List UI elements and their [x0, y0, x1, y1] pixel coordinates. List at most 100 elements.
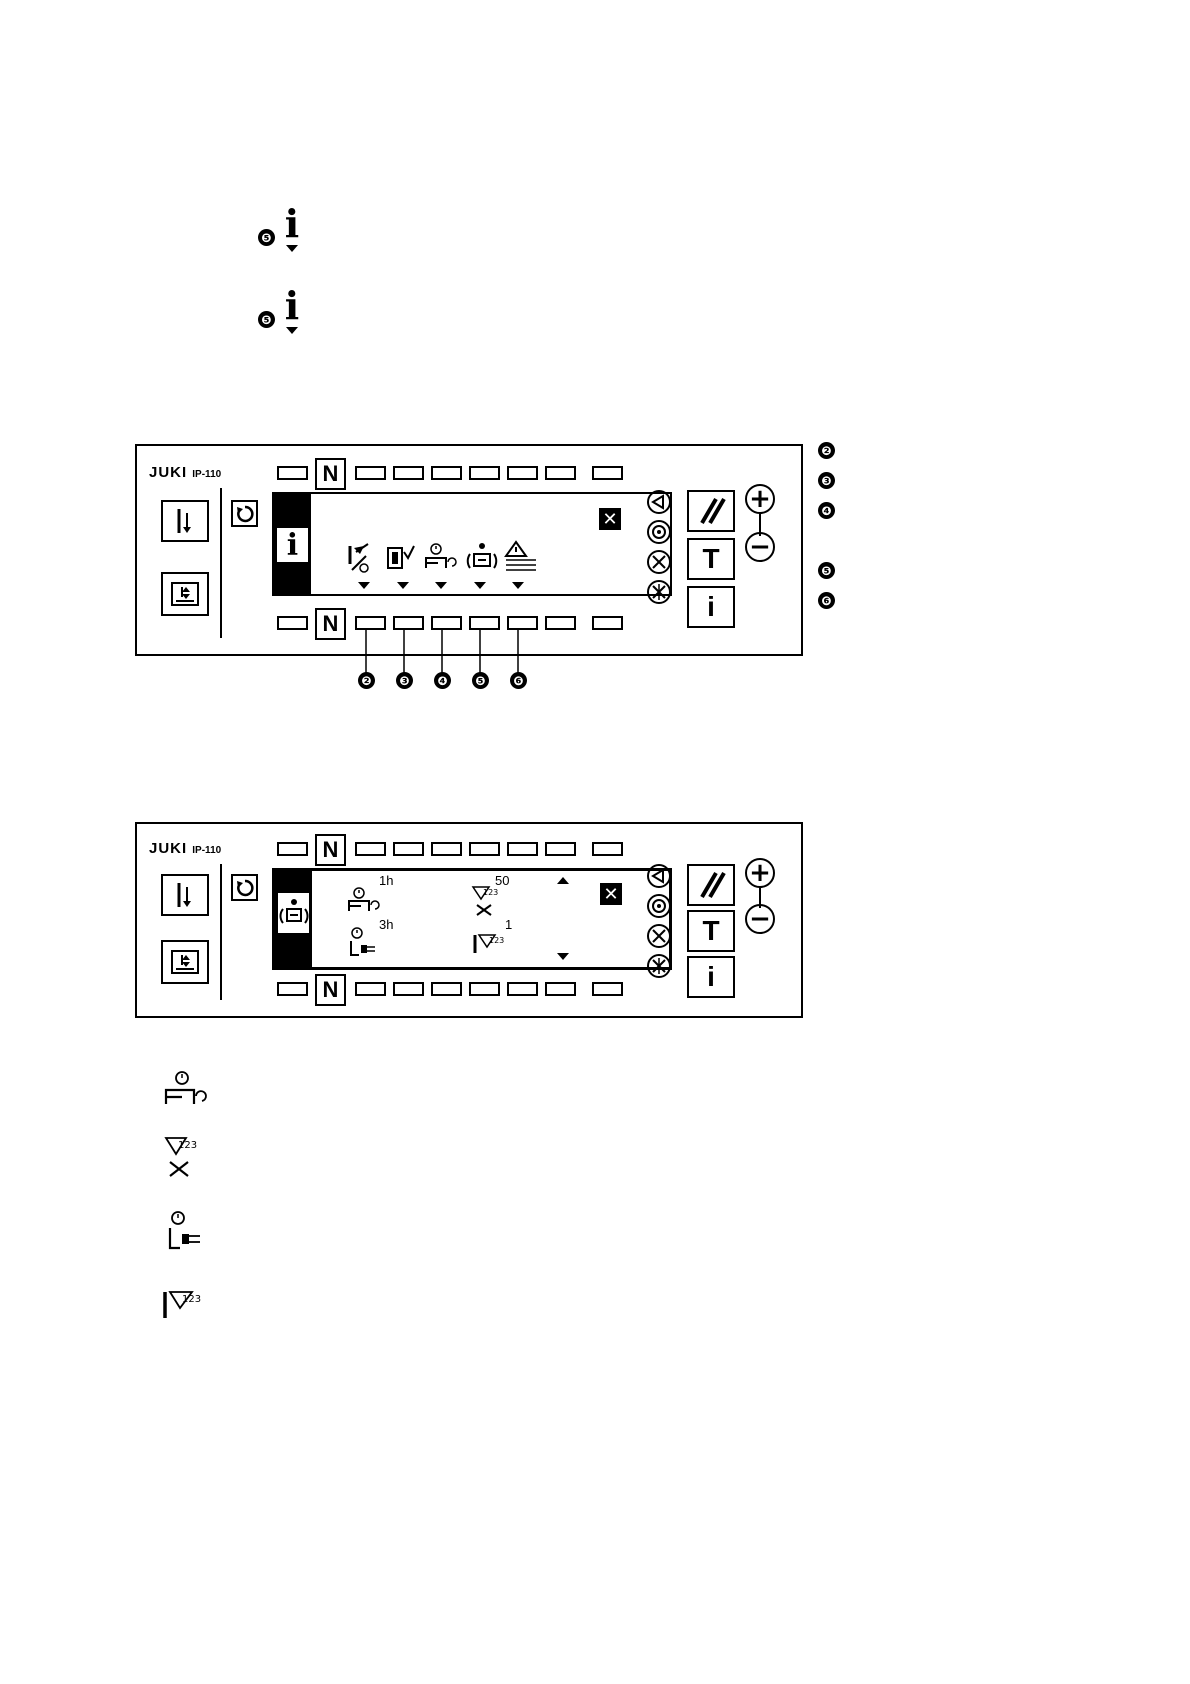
screen-key-4[interactable]: [647, 580, 671, 604]
scroll-up-icon[interactable]: [557, 877, 569, 884]
callout-5: ❺: [472, 672, 489, 689]
step-marker-5-b: ❺: [258, 311, 275, 328]
soft-key-top-3[interactable]: [393, 842, 424, 856]
needle-count-icon[interactable]: 123: [471, 933, 511, 955]
soft-key-bottom-2[interactable]: [355, 982, 386, 996]
needle-thread-setting-icon[interactable]: [344, 542, 374, 574]
screen-key-2[interactable]: [647, 894, 671, 918]
panel-divider: [220, 864, 222, 1000]
key-n-bottom[interactable]: N: [315, 974, 346, 1006]
soft-key-top-5[interactable]: [469, 466, 500, 480]
scroll-down-icon[interactable]: [557, 953, 569, 960]
maintenance-time-icon[interactable]: [347, 887, 381, 917]
power-time-value: 3h: [379, 917, 393, 932]
thread-key[interactable]: [161, 500, 209, 542]
reset-key[interactable]: [231, 874, 258, 901]
soft-key-bottom-8[interactable]: [592, 616, 623, 630]
reset-counter-key[interactable]: [687, 490, 735, 532]
presser-key[interactable]: [161, 572, 209, 616]
soft-key-bottom-1[interactable]: [277, 982, 308, 996]
brand-name: JUKI: [149, 464, 187, 481]
soft-key-top-2[interactable]: [355, 466, 386, 480]
info-icon: i: [282, 287, 302, 325]
scissors-icon: [649, 552, 669, 572]
soft-key-top-6[interactable]: [507, 842, 538, 856]
screen-key-4[interactable]: [647, 954, 671, 978]
soft-key-top-8[interactable]: [592, 842, 623, 856]
side-callout-5: ❺: [818, 562, 835, 579]
key-n-top[interactable]: N: [315, 458, 346, 490]
soft-key-bottom-6[interactable]: [507, 982, 538, 996]
power-on-time-icon[interactable]: [347, 927, 381, 959]
key-t[interactable]: T: [687, 538, 735, 580]
key-info[interactable]: i: [687, 586, 735, 628]
down-arrow-icon: [286, 245, 298, 252]
soft-key-top-7[interactable]: [545, 466, 576, 480]
speaker-icon: [649, 866, 669, 886]
soft-key-top-5[interactable]: [469, 842, 500, 856]
soft-key-top-1[interactable]: [277, 466, 308, 480]
maintenance-timer-icon[interactable]: [424, 542, 458, 572]
soft-key-top-8[interactable]: [592, 466, 623, 480]
model-name: IP-110: [192, 845, 221, 856]
soft-key-top-7[interactable]: [545, 842, 576, 856]
screen-key-3[interactable]: [647, 924, 671, 948]
info-symbol-a: i: [282, 205, 302, 252]
needle-count-icon: 123: [160, 1290, 216, 1320]
operation-panel-1: JUKI IP-110 N i: [135, 444, 803, 656]
counter-display-icon[interactable]: [464, 540, 500, 574]
down-arrow-icon: [286, 327, 298, 334]
reset-key[interactable]: [231, 500, 258, 527]
screen-key-1[interactable]: [647, 490, 671, 514]
soft-key-top-3[interactable]: [393, 466, 424, 480]
step-marker-5-a: ❺: [258, 229, 275, 246]
panel-divider: [220, 488, 222, 638]
thread-trim-count-icon[interactable]: 123: [471, 885, 503, 917]
reset-counter-key[interactable]: [687, 864, 735, 906]
down-arrow-icon: [512, 582, 524, 589]
maintenance-time-icon: [162, 1070, 210, 1110]
info-icon: i: [287, 528, 298, 563]
key-info[interactable]: i: [687, 956, 735, 998]
soft-key-bottom-3[interactable]: [393, 982, 424, 996]
plus-key[interactable]: +: [745, 858, 775, 888]
soft-key-bottom-7[interactable]: [545, 616, 576, 630]
speaker-icon: [649, 492, 669, 512]
needle-down-icon: [173, 507, 197, 535]
soft-key-bottom-4[interactable]: [431, 982, 462, 996]
soft-key-top-4[interactable]: [431, 466, 462, 480]
soft-key-bottom-1[interactable]: [277, 616, 308, 630]
presser-key[interactable]: [161, 940, 209, 984]
soft-key-top-4[interactable]: [431, 842, 462, 856]
screen-key-3[interactable]: [647, 550, 671, 574]
soft-key-bottom-5[interactable]: [469, 982, 500, 996]
double-slash-icon: [696, 871, 726, 899]
thread-key[interactable]: [161, 874, 209, 916]
screen-key-1[interactable]: [647, 864, 671, 888]
info-icon: i: [282, 205, 302, 243]
close-icon[interactable]: ✕: [600, 883, 622, 905]
lcd-screen: i ✕: [272, 492, 672, 596]
close-icon[interactable]: ✕: [599, 508, 621, 530]
key-n-top[interactable]: N: [315, 834, 346, 866]
screen-key-2[interactable]: [647, 520, 671, 544]
warning-list-icon[interactable]: [504, 540, 538, 572]
info-mode-indicator: i: [277, 528, 308, 562]
soft-key-top-2[interactable]: [355, 842, 386, 856]
callout-3: ❸: [396, 672, 413, 689]
brand-name: JUKI: [149, 840, 187, 857]
counter-display-icon: [279, 897, 309, 929]
bobbin-check-icon[interactable]: [384, 542, 416, 572]
key-n-bottom[interactable]: N: [315, 608, 346, 640]
brand-logo: JUKI IP-110: [149, 462, 221, 481]
key-t[interactable]: T: [687, 910, 735, 952]
presser-foot-icon: [170, 949, 200, 975]
reload-icon: [236, 879, 254, 897]
soft-key-bottom-8[interactable]: [592, 982, 623, 996]
minus-key[interactable]: −: [745, 532, 775, 562]
soft-key-top-6[interactable]: [507, 466, 538, 480]
plus-key[interactable]: +: [745, 484, 775, 514]
minus-key[interactable]: −: [745, 904, 775, 934]
soft-key-top-1[interactable]: [277, 842, 308, 856]
soft-key-bottom-7[interactable]: [545, 982, 576, 996]
